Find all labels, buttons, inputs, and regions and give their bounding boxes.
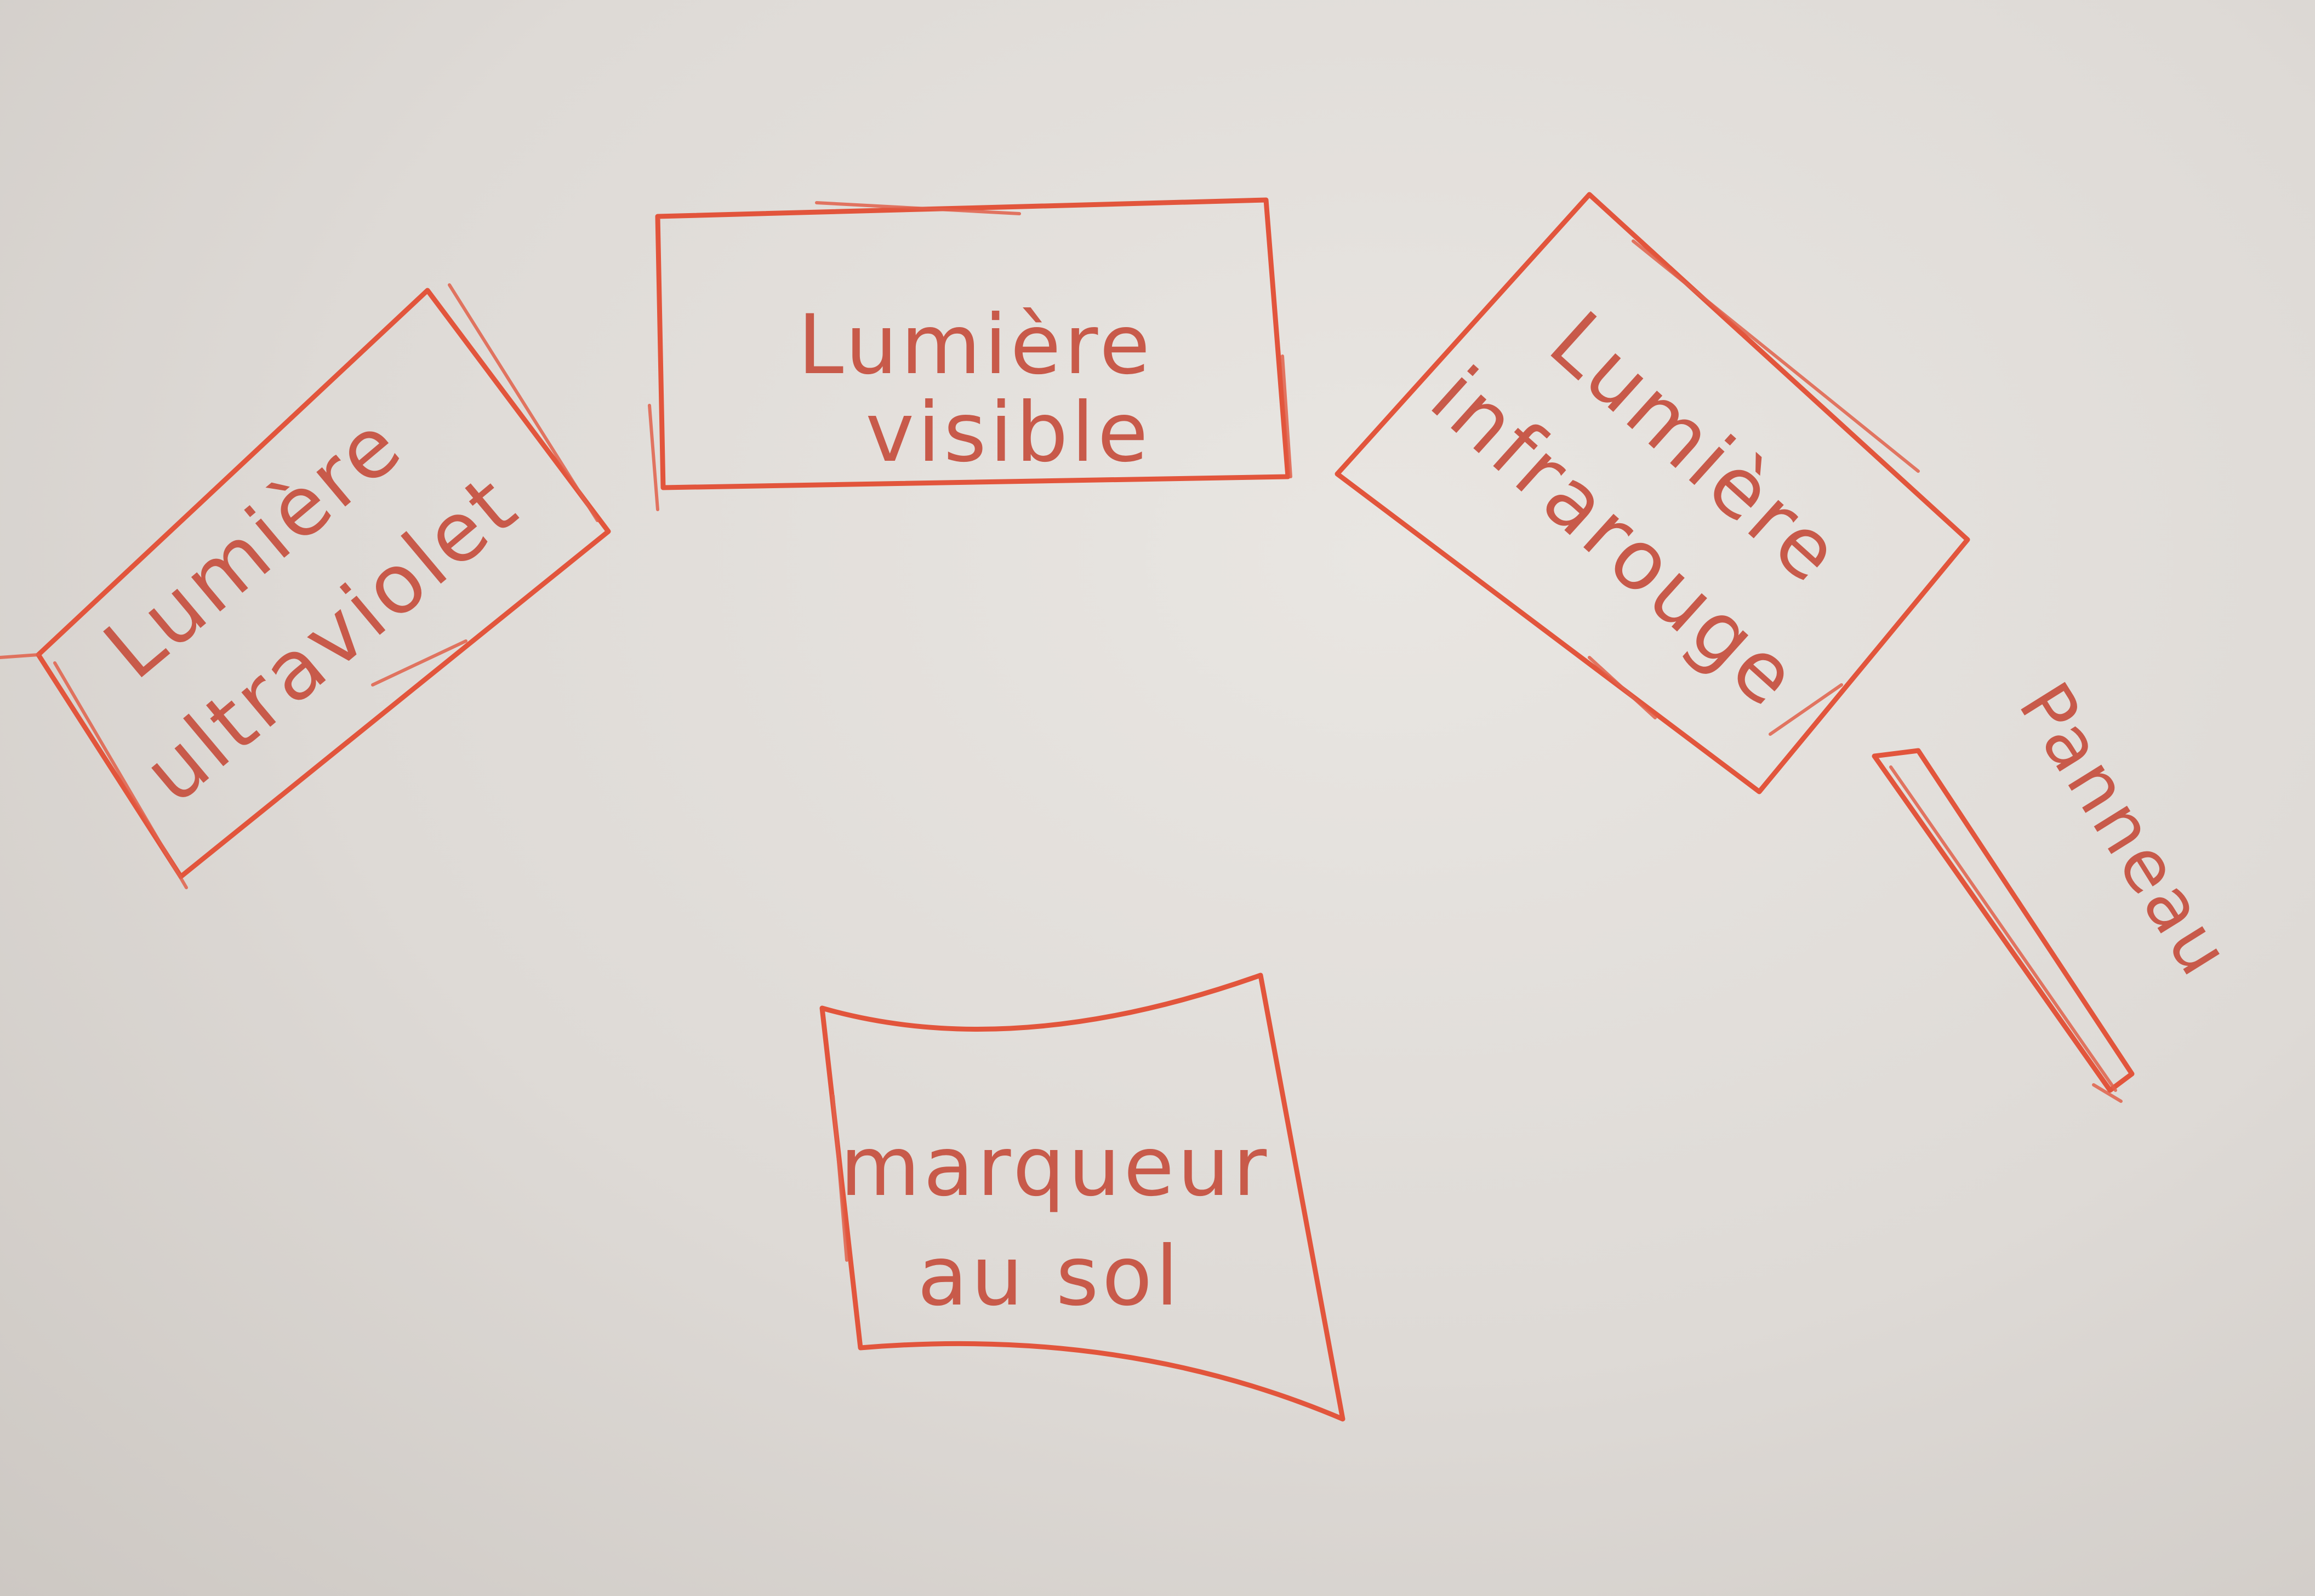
visible-light-box-stroke bbox=[648, 404, 659, 511]
panel-label: Panneau bbox=[2003, 668, 2248, 992]
visible-label-line-1: Lumière bbox=[798, 298, 1154, 393]
uv-light-box-stroke bbox=[0, 653, 40, 659]
ground-marker-box-frame bbox=[819, 973, 1345, 1422]
uv-light-box-stroke bbox=[448, 283, 599, 522]
panel-frame bbox=[1872, 748, 2135, 1093]
visible-light-box-stroke bbox=[815, 201, 1021, 215]
ground-marker-box-stroke bbox=[831, 1094, 848, 1262]
panel-stroke bbox=[2092, 1083, 2123, 1103]
visible-label-line-2: visible bbox=[865, 385, 1151, 480]
ground-marker-label-line-1: marqueur bbox=[840, 1119, 1270, 1215]
uv-light-box: Lumière ultraviolet bbox=[0, 283, 611, 889]
infrared-light-box-stroke bbox=[1769, 683, 1843, 736]
visible-light-box-stroke bbox=[1281, 354, 1292, 478]
visible-light-box-frame bbox=[655, 197, 1291, 490]
panel: Panneau bbox=[1872, 668, 2248, 1103]
ground-marker-box: marqueur au sol bbox=[819, 973, 1345, 1422]
uv-light-box-stroke bbox=[371, 639, 467, 687]
panel-stroke bbox=[1889, 765, 2117, 1092]
infrared-light-box: Lumière infrarouge bbox=[1335, 192, 1970, 794]
infrared-light-box-stroke bbox=[1588, 656, 1657, 719]
uv-light-box-stroke bbox=[53, 661, 188, 889]
infrared-light-box-stroke bbox=[1632, 239, 1920, 473]
ground-marker-label-line-2: au sol bbox=[917, 1229, 1182, 1324]
infrared-light-box-frame bbox=[1335, 192, 1970, 794]
visible-light-box: Lumière visible bbox=[648, 197, 1292, 511]
uv-light-box-frame bbox=[36, 288, 611, 879]
